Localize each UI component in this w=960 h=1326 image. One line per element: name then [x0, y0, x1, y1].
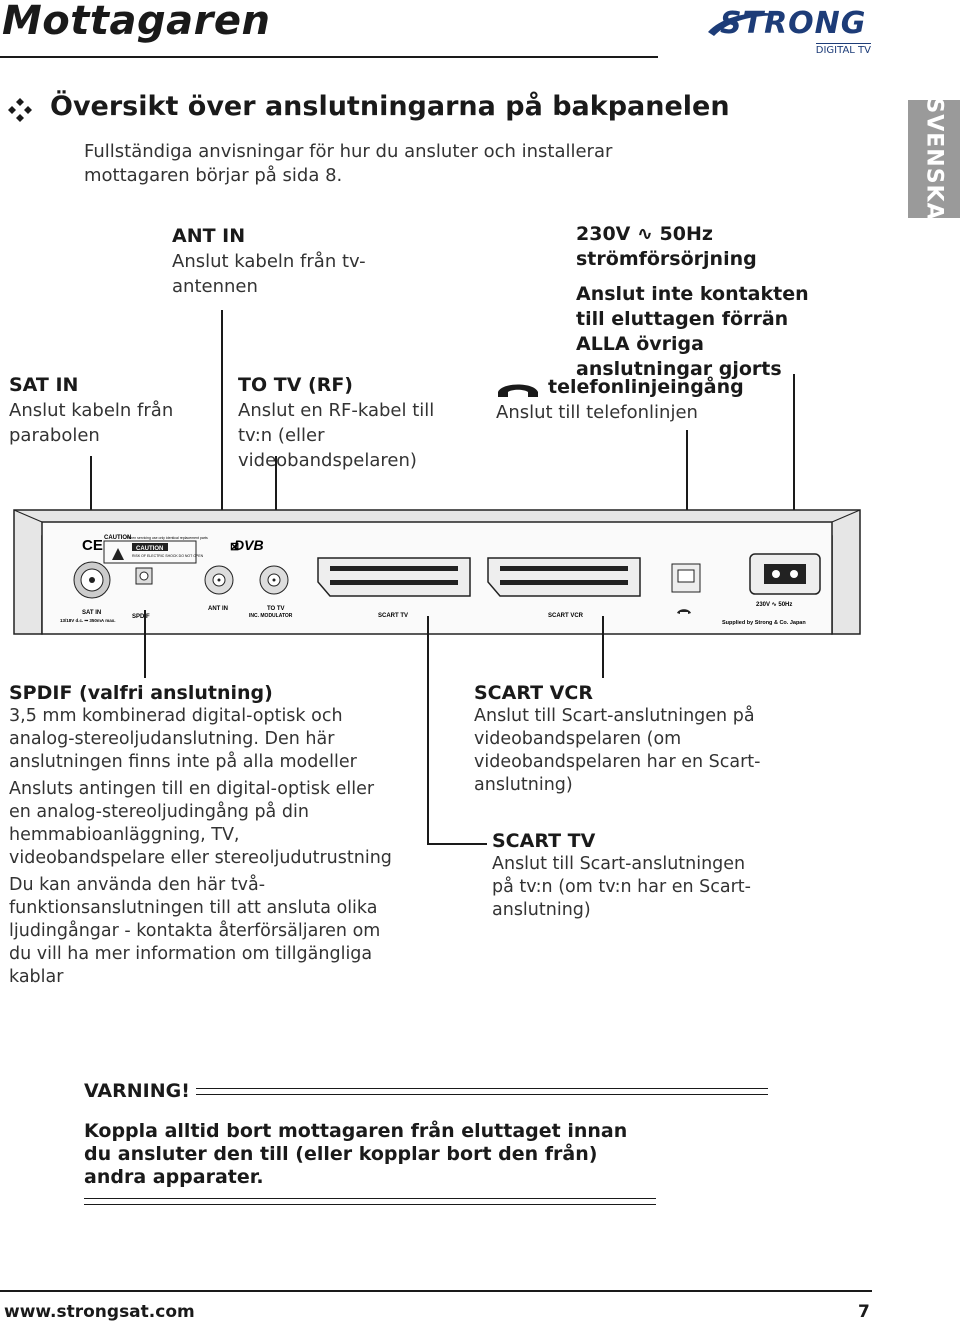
- panel-weee-icon: ⊠: [230, 541, 239, 553]
- panel-caution-small: When servicing use only identical replac…: [127, 536, 208, 540]
- scart-tv-title: SCART TV: [492, 830, 596, 852]
- to-tv-label: TO TV (RF) Anslut en RF-kabel till tv:n …: [238, 373, 468, 473]
- section-intro: Fullständiga anvisningar för hur du ansl…: [84, 141, 613, 186]
- language-tab-label: SVENSKA: [921, 97, 947, 221]
- scart-vcr-connector: [487, 557, 641, 597]
- panel-caution-box: CAUTION: [136, 546, 163, 552]
- leader-scart-vcr: [602, 616, 604, 678]
- back-panel-illustration: CE CAUTION When servicing use only ident…: [13, 509, 861, 635]
- power-warning: Anslut inte kontakten till eluttagen för…: [576, 283, 809, 380]
- strong-logo: STRONG DIGITAL TV: [706, 6, 871, 56]
- panel-spdif-label: SPDIF: [132, 614, 150, 620]
- warning-title: VARNING!: [84, 1080, 190, 1102]
- scart-tv-label: SCART TV Anslut till Scart-anslutningen …: [492, 830, 752, 922]
- to-tv-connector: [259, 565, 289, 595]
- ant-in-label: ANT IN Anslut kabeln från tv-antennen: [172, 224, 372, 299]
- panel-scart-tv-label: SCART TV: [378, 613, 408, 619]
- to-tv-title: TO TV (RF): [238, 374, 353, 396]
- leader-ant-in: [221, 310, 223, 570]
- sat-in-desc: Anslut kabeln från parabolen: [9, 400, 174, 446]
- power-label: 230V ∿ 50Hz strömförsörjning Anslut inte…: [576, 222, 836, 382]
- panel-to-tv-label: TO TV: [267, 606, 285, 612]
- ant-in-desc: Anslut kabeln från tv-antennen: [172, 251, 366, 297]
- footer-rule: [0, 1290, 872, 1292]
- phone-desc: Anslut till telefonlinjen: [496, 402, 698, 423]
- spdif-label: SPDIF (valfri anslutning) 3,5 mm kombine…: [9, 682, 399, 989]
- panel-ce-mark: CE: [82, 537, 103, 554]
- phone-label: telefonlinjeingång Anslut till telefonli…: [496, 375, 756, 425]
- warning-text: Koppla alltid bort mottagaren från elutt…: [84, 1120, 628, 1188]
- leader-power: [793, 374, 795, 566]
- panel-scart-vcr-label: SCART VCR: [548, 613, 584, 619]
- section-title: Översikt över anslutningarna på bakpanel…: [50, 91, 730, 122]
- spdif-title: SPDIF (valfri anslutning): [9, 682, 273, 704]
- page-title: Mottagaren: [2, 0, 271, 44]
- language-tab: SVENSKA: [908, 97, 960, 221]
- sat-in-label: SAT IN Anslut kabeln från parabolen: [9, 373, 179, 448]
- spdif-p1: 3,5 mm kombinerad digital-optisk och ana…: [9, 706, 357, 772]
- logo-wordmark: STRONG: [720, 6, 867, 41]
- diamond-bullet-icon: [8, 98, 32, 122]
- sat-in-connector: [73, 561, 111, 599]
- panel-caution-box-sub: RISK OF ELECTRIC SHOCK DO NOT OPEN: [132, 554, 204, 558]
- leader-phone: [686, 430, 688, 570]
- panel-ant-in-label: ANT IN: [208, 606, 228, 612]
- spdif-connector: [135, 567, 153, 585]
- panel-dvb-logo: DVB: [234, 537, 264, 553]
- scart-vcr-title: SCART VCR: [474, 682, 593, 704]
- power-socket: [749, 553, 821, 595]
- scart-vcr-label: SCART VCR Anslut till Scart-anslutningen…: [474, 682, 844, 797]
- to-tv-desc: Anslut en RF-kabel till tv:n (eller vide…: [238, 400, 435, 471]
- panel-power-label: 230V ∿ 50Hz: [756, 602, 792, 608]
- logo-swoosh-icon: [708, 13, 784, 36]
- warning-rule-top: [196, 1088, 768, 1095]
- spdif-p2: Ansluts antingen till en digital-optisk …: [9, 779, 392, 868]
- scart-tv-desc: Anslut till Scart-anslutningen på tv:n (…: [492, 854, 751, 920]
- leader-scart-tv: [427, 616, 429, 844]
- page-number: 7: [858, 1302, 870, 1322]
- panel-supplier: Supplied by Strong & Co. Japan: [722, 620, 806, 626]
- spdif-p3: Du kan använda den här två-funktionsansl…: [9, 875, 381, 987]
- scart-vcr-desc: Anslut till Scart-anslutningen på videob…: [474, 706, 761, 795]
- header-rule: [0, 56, 658, 58]
- phone-jack-connector: [671, 563, 701, 614]
- footer-url: www.strongsat.com: [4, 1302, 195, 1322]
- telephone-icon: [498, 384, 538, 397]
- ant-in-title: ANT IN: [172, 225, 246, 247]
- panel-modulator-label: INC. MODULATOR: [249, 613, 293, 619]
- sat-in-title: SAT IN: [9, 374, 79, 396]
- leader-scart-tv-h: [427, 843, 487, 845]
- leader-spdif: [144, 610, 146, 678]
- power-title: 230V ∿ 50Hz strömförsörjning: [576, 223, 757, 270]
- logo-subtitle: DIGITAL TV: [815, 43, 871, 56]
- panel-caution-header: CAUTION: [104, 535, 131, 541]
- panel-sat-spec: 13/18V d.c. ⎓ 350mA max.: [60, 618, 115, 623]
- ant-in-connector: [204, 565, 234, 595]
- scart-tv-connector: [317, 557, 471, 597]
- warning-rule-bottom: [84, 1198, 656, 1205]
- panel-sat-in-label: SAT IN: [82, 610, 101, 616]
- phone-title: telefonlinjeingång: [548, 376, 744, 398]
